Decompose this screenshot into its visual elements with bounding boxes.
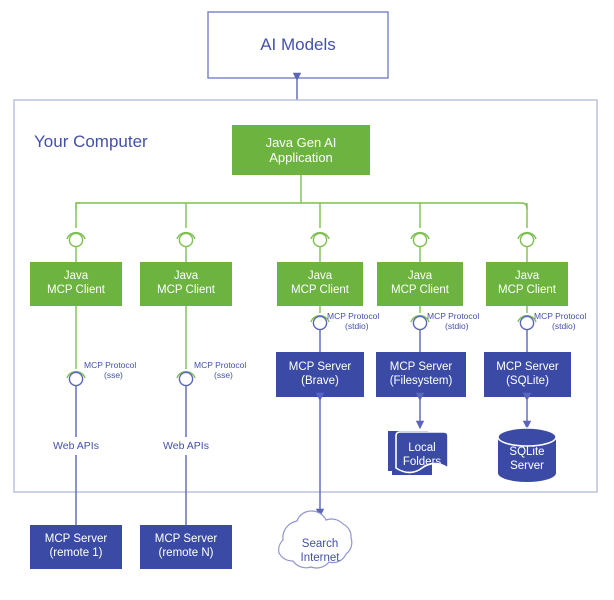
- search-internet-cloud: [278, 510, 353, 569]
- java-mcp-client-box-5: [486, 262, 568, 306]
- mcp-server-remote-n-box: [140, 525, 232, 569]
- client-socket-5: [517, 231, 537, 262]
- client-socket-2: [176, 231, 196, 262]
- mcp-server-filesystem-box: [376, 352, 466, 397]
- ai-models-box: [207, 11, 389, 79]
- client-socket-4: [410, 231, 430, 262]
- mcp-server-brave-box: [276, 352, 364, 397]
- sqlite-database-cylinder: [497, 427, 557, 482]
- mcp-server-sqlite-box: [484, 352, 571, 397]
- java-mcp-client-box-2: [140, 262, 232, 306]
- client-socket-1: [66, 231, 86, 262]
- java-mcp-client-box-3: [277, 262, 363, 306]
- client-socket-3: [310, 231, 330, 262]
- java-mcp-client-box-4: [377, 262, 463, 306]
- local-folders-shape: [388, 431, 449, 475]
- stdio-connector-4: [410, 306, 430, 352]
- mcp-server-remote-1-box: [30, 525, 122, 569]
- stdio-connector-5: [517, 306, 537, 352]
- sse-connector-1: [66, 306, 86, 525]
- java-gen-ai-application-box: [232, 125, 370, 175]
- sse-connector-2: [176, 306, 196, 525]
- stdio-connector-3: [310, 306, 330, 352]
- java-mcp-client-box-1: [30, 262, 122, 306]
